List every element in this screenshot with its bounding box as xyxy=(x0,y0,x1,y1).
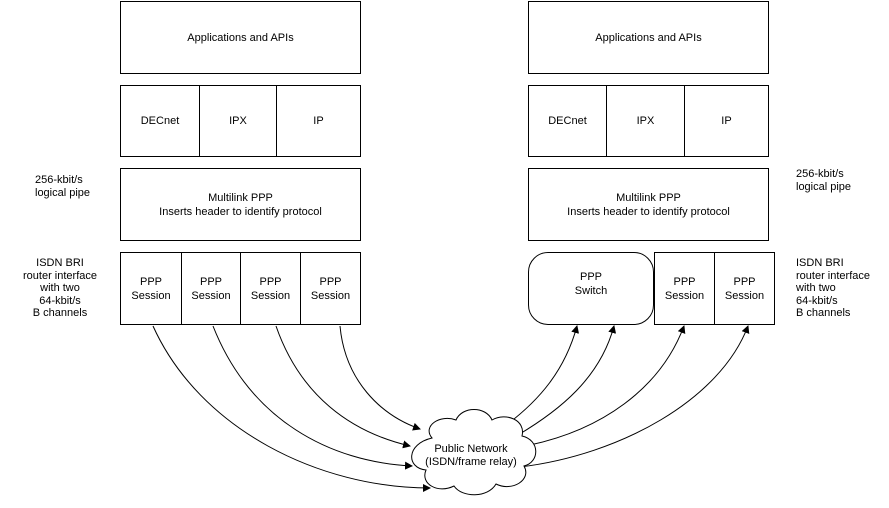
arrow-left-session-2 xyxy=(212,325,413,470)
arrow-to-switch-1 xyxy=(504,325,580,427)
session-line1: PPP xyxy=(259,275,282,288)
network-line2: (ISDN/frame relay) xyxy=(425,456,517,468)
right-bri-label: ISDN BRI router interface with two 64-kb… xyxy=(796,257,870,320)
network-line1: Public Network xyxy=(434,443,508,455)
right-pipe-label: 256-kbit/s logical pipe xyxy=(796,168,851,193)
right-applications-box: Applications and APIs xyxy=(528,1,769,74)
right-protocol-label: IPX xyxy=(636,115,655,127)
right-multilink-line1: Multilink PPP xyxy=(616,191,681,204)
session-line2: Session xyxy=(250,289,291,302)
right-protocol-ip: IP xyxy=(685,85,769,157)
right-protocol-label: DECnet xyxy=(548,115,587,127)
pipe-label-line: 256-kbit/s xyxy=(35,174,83,186)
pipe-label-line: logical pipe xyxy=(796,180,852,193)
left-session-1: PPP Session xyxy=(120,252,182,325)
right-protocol-label: IP xyxy=(721,115,732,127)
right-multilink-box: Multilink PPP Inserts header to identify… xyxy=(528,168,769,241)
left-protocol-label: IP xyxy=(313,115,324,127)
right-ppp-switch: PPP Switch xyxy=(528,252,654,325)
session-line2: Session xyxy=(131,289,171,302)
right-protocol-ipx: IPX xyxy=(607,85,685,157)
left-multilink-box: Multilink PPP Inserts header to identify… xyxy=(120,168,361,241)
arrow-to-switch-2 xyxy=(517,325,617,436)
left-protocol-ipx: IPX xyxy=(200,85,277,157)
pipe-label-line: 256-kbit/s xyxy=(796,168,844,180)
right-applications-label: Applications and APIs xyxy=(595,31,702,44)
arrow-to-session-2 xyxy=(519,325,750,468)
right-session-1: PPP Session xyxy=(654,252,715,325)
bri-label-line: B channels xyxy=(796,307,851,319)
bri-label-line: with two xyxy=(40,282,80,294)
left-protocol-ip: IP xyxy=(277,85,361,157)
arrow-left-session-1 xyxy=(152,325,431,492)
bri-label-line: ISDN BRI xyxy=(36,257,84,269)
left-session-3: PPP Session xyxy=(241,252,301,325)
bri-label-line: 64-kbit/s xyxy=(39,294,81,307)
session-line1: PPP xyxy=(733,275,756,288)
right-multilink-line2: Inserts header to identify protocol xyxy=(567,205,730,218)
bri-label-line: B channels xyxy=(32,307,88,319)
bri-label-line: ISDN BRI xyxy=(796,257,844,269)
left-session-4: PPP Session xyxy=(301,252,361,325)
public-network-label: Public Network (ISDN/frame relay) xyxy=(416,443,526,469)
switch-line1: PPP xyxy=(579,271,602,283)
left-protocol-label: DECnet xyxy=(140,115,180,127)
left-pipe-label: 256-kbit/s logical pipe xyxy=(35,174,90,199)
left-protocol-decnet: DECnet xyxy=(120,85,200,157)
cloud-shape xyxy=(411,409,537,496)
session-line1: PPP xyxy=(673,275,696,288)
left-session-2: PPP Session xyxy=(182,252,241,325)
session-line1: PPP xyxy=(199,275,222,288)
session-line1: PPP xyxy=(319,275,342,288)
session-line1: PPP xyxy=(139,275,162,288)
session-line2: Session xyxy=(191,289,231,302)
right-protocol-decnet: DECnet xyxy=(528,85,607,157)
right-session-2: PPP Session xyxy=(715,252,775,325)
left-multilink-line2: Inserts header to identify protocol xyxy=(159,205,322,218)
bri-label-line: router interface xyxy=(796,269,870,282)
left-bri-label: ISDN BRI router interface with two 64-kb… xyxy=(10,257,110,320)
arrow-left-session-3 xyxy=(275,325,411,449)
bri-label-line: router interface xyxy=(23,269,97,282)
left-multilink-line1: Multilink PPP xyxy=(208,191,273,204)
arrow-to-session-1 xyxy=(529,325,686,446)
left-protocol-label: IPX xyxy=(229,115,247,127)
left-applications-box: Applications and APIs xyxy=(120,1,361,74)
bri-label-line: with two xyxy=(796,282,836,294)
session-line2: Session xyxy=(664,289,705,302)
session-line2: Session xyxy=(310,289,351,302)
switch-line2: Switch xyxy=(574,285,608,297)
arrow-left-session-4 xyxy=(339,325,421,431)
left-applications-label: Applications and APIs xyxy=(187,31,294,44)
session-line2: Session xyxy=(724,289,765,302)
pipe-label-line: logical pipe xyxy=(35,186,91,199)
bri-label-line: 64-kbit/s xyxy=(796,294,838,307)
